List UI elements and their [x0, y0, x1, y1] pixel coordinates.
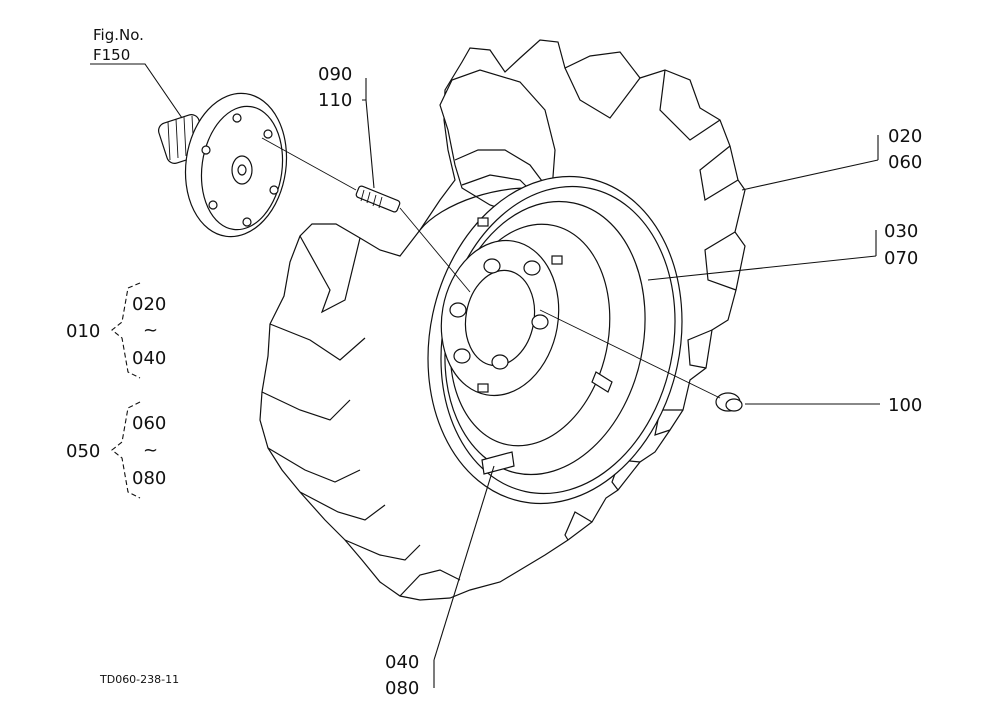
group-010-from: 020	[132, 294, 166, 315]
callout-110: 110	[318, 90, 352, 111]
group-010-to: 040	[132, 348, 166, 369]
callout-030-rim: 030	[884, 221, 918, 242]
group-braces	[111, 282, 141, 499]
group-050-from: 060	[132, 413, 166, 434]
callout-020-tire: 020	[888, 126, 922, 147]
group-050-tilde: ~	[143, 440, 158, 461]
fig-no-caption: Fig.No.	[93, 26, 144, 44]
callout-060-tire: 060	[888, 152, 922, 173]
wheel-rim	[427, 175, 683, 505]
callout-040-bottom: 040	[385, 652, 419, 673]
hub-flange	[158, 92, 288, 238]
group-010-label: 010	[66, 321, 100, 342]
callout-100-nut: 100	[888, 395, 922, 416]
callout-070-rim: 070	[884, 248, 918, 269]
labels: Fig.No. F150 090 110 020 060 030 070 100…	[66, 26, 922, 699]
callout-080-bottom: 080	[385, 678, 419, 699]
leader-lines	[90, 63, 880, 688]
drawing-code: TD060-238-11	[99, 673, 179, 686]
hub-nut	[715, 392, 743, 412]
stud-bolt	[355, 185, 401, 213]
callout-090: 090	[318, 64, 352, 85]
fig-no-number: F150	[93, 46, 130, 64]
group-050-to: 080	[132, 468, 166, 489]
group-050-label: 050	[66, 441, 100, 462]
group-010-tilde: ~	[143, 320, 158, 341]
